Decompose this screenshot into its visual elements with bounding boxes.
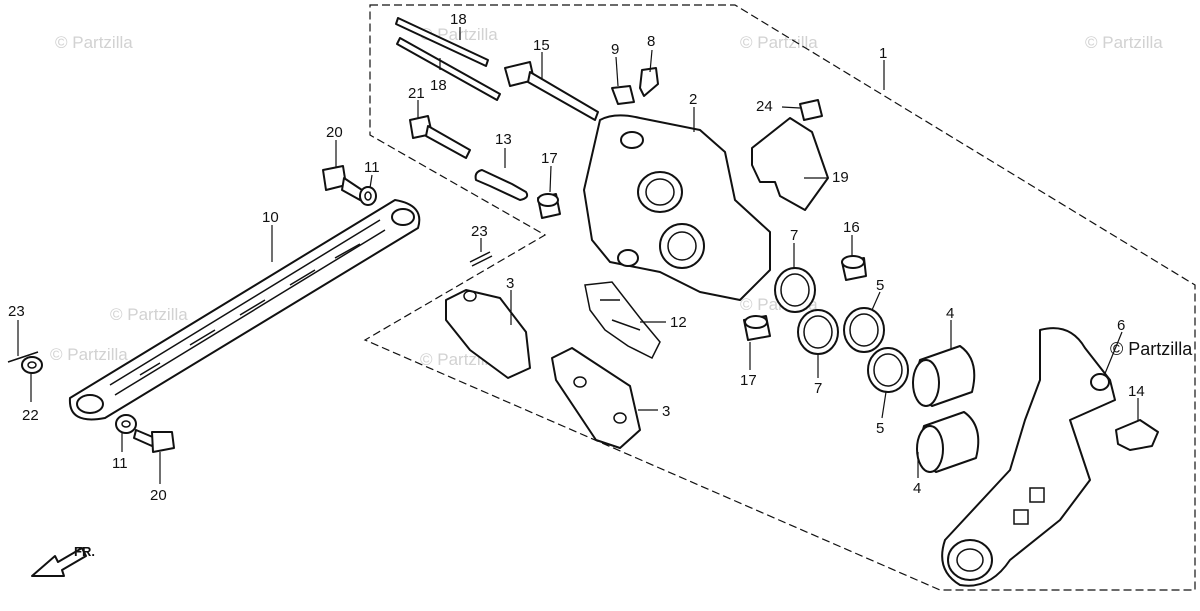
callout-7: 7 [814, 380, 822, 397]
caliper-body [583, 114, 771, 301]
callout-labels: 18 18 15 9 8 1 2 24 21 20 11 13 17 19 10… [8, 11, 1145, 504]
watermark: © Partzilla [110, 305, 188, 324]
callout-4: 4 [913, 480, 921, 497]
brake-pads [445, 289, 641, 449]
callout-20: 20 [326, 124, 343, 141]
callout-19: 19 [832, 169, 849, 186]
callout-9: 9 [611, 41, 619, 58]
callout-1: 1 [879, 45, 887, 62]
partzilla-logo: © Partzilla [1110, 339, 1193, 359]
callout-20: 20 [150, 487, 167, 504]
caliper-bolt [409, 115, 471, 159]
pad-spring [751, 117, 829, 211]
callout-4: 4 [946, 305, 954, 322]
pad-clip [584, 281, 661, 360]
callout-11: 11 [364, 159, 380, 176]
callout-10: 10 [262, 209, 279, 226]
callout-17: 17 [541, 150, 558, 167]
cotter-pin [469, 251, 493, 267]
callout-23: 23 [8, 303, 25, 320]
callout-5: 5 [876, 277, 884, 294]
callout-18: 18 [430, 77, 447, 94]
callout-11: 11 [112, 455, 128, 472]
callout-13: 13 [495, 131, 512, 148]
callout-12: 12 [670, 314, 687, 331]
assembly-frame [363, 4, 1196, 591]
callout-2: 2 [689, 91, 697, 108]
front-direction-arrow: FR. [31, 544, 95, 577]
callout-5: 5 [876, 420, 884, 437]
callout-6: 6 [1117, 317, 1125, 334]
leader-lines [17, 27, 1139, 484]
callout-14: 14 [1128, 383, 1145, 400]
callout-21: 21 [408, 85, 425, 102]
pins [395, 17, 501, 101]
watermark: © Partzilla [1085, 33, 1163, 52]
retainer-clip [1115, 419, 1159, 451]
torque-rod [68, 199, 421, 421]
direction-label: FR. [74, 544, 95, 559]
sleeve [474, 169, 529, 201]
boot-upper [537, 193, 561, 219]
watermark: © Partzilla [740, 33, 818, 52]
callout-3: 3 [506, 275, 514, 292]
callout-7: 7 [790, 227, 798, 244]
seals [774, 267, 909, 393]
pistons [912, 345, 980, 473]
callout-8: 8 [647, 33, 655, 50]
watermark: © Partzilla [50, 345, 128, 364]
boot-lower [743, 315, 771, 341]
bolt-24 [799, 99, 823, 121]
cotter-pin-nut [7, 351, 43, 374]
bolt-lower [115, 414, 175, 453]
callout-3: 3 [662, 403, 670, 420]
watermark: © Partzilla [55, 33, 133, 52]
callout-23: 23 [471, 223, 488, 240]
callout-18: 18 [450, 11, 467, 28]
callout-16: 16 [843, 219, 860, 236]
callout-17: 17 [740, 372, 757, 389]
callout-24: 24 [756, 98, 773, 115]
caliper-bracket [941, 327, 1116, 587]
bleeder-valve [639, 67, 659, 97]
callout-15: 15 [533, 37, 550, 54]
boot-16 [841, 255, 867, 281]
bleed-bolt [504, 61, 599, 121]
bolt-upper [322, 165, 377, 206]
bleeder-cap [611, 85, 635, 105]
callout-22: 22 [22, 407, 39, 424]
